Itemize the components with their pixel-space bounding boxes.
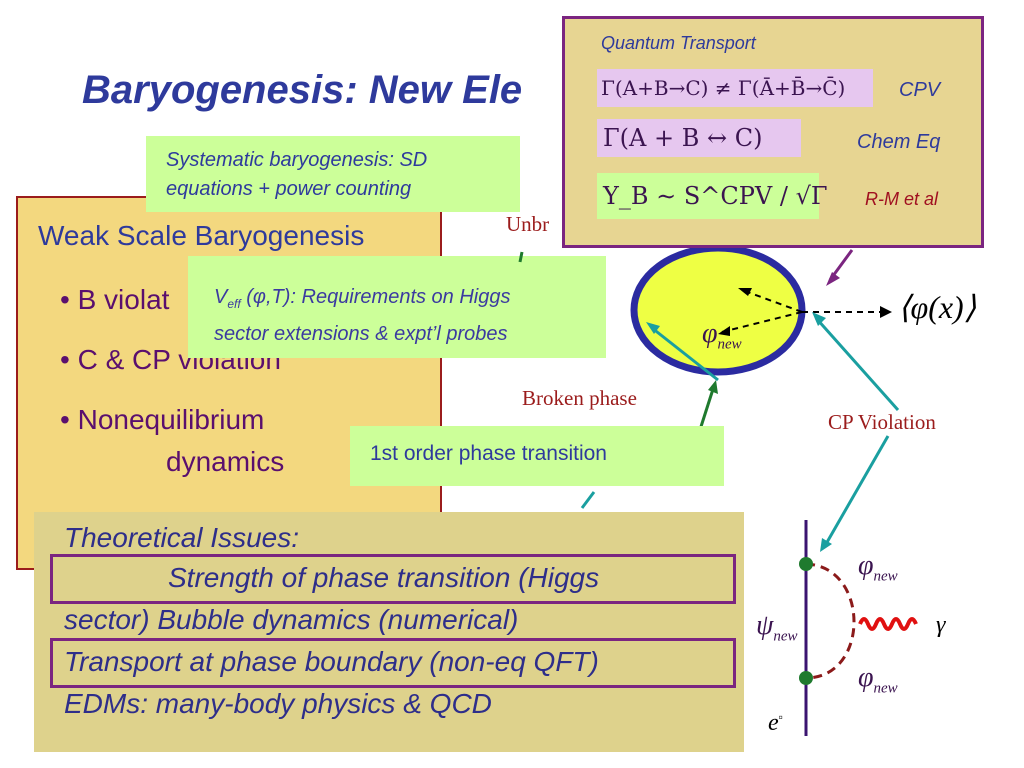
scalar-loop [805,562,856,680]
quantum-transport-title: Quantum Transport [601,33,756,53]
cpv-formula: Γ(A+B→C) ≠ Γ(Ā+B̄→C̄) [597,69,873,107]
quantum-arrowhead [826,272,840,286]
yb-formula: Y_B ∼ S^CPV / √Γ [597,173,828,219]
broken-phase-label: Broken phase [522,386,637,410]
cp-violation-arrow-up [814,317,900,411]
veff-line-1: Veff (φ,T): Requirements on Higgs [214,282,606,319]
bubble-dash-1-head [738,288,752,296]
cp-violation-label: CP Violation [828,410,936,434]
systematic-baryogenesis-box: Systematic baryogenesis: SD equations + … [146,136,520,212]
veff-subscript: eff [227,297,241,311]
psi-symbol: ψ [756,610,774,641]
chem-eq-label: Chem Eq [857,131,941,153]
veff-box: Veff (φ,T): Requirements on Higgs sector… [188,256,606,358]
systematic-line-1: Systematic baryogenesis: SD [166,149,428,171]
phi-subscript: new [873,568,898,585]
vev-dash-head [880,306,892,318]
electron-superscript: ▫ [778,710,783,724]
psi-subscript: new [773,628,798,645]
bullet-dynamics-line: dynamics [166,446,285,477]
vertex-bottom [799,671,813,685]
bubble-dash-2-head [718,326,730,336]
phi-new-bottom-label: φnew [858,662,898,698]
electron-symbol: e [768,710,779,736]
bullet-b-violation: • B violat [60,284,169,316]
bullet-marker: • [60,344,70,375]
phi-symbol: φ [858,550,874,581]
phase-transition-box: 1st order phase transition [350,426,724,486]
cp-violation-arrowhead-up [812,312,826,326]
cp-violation-arrowhead-down [820,538,832,552]
veff-args: (φ,T): Requirements on Higgs [240,286,511,308]
issues-line-1: Strength of phase transition (Higgs [168,562,600,593]
bullet-text: Nonequilibrium [77,404,265,435]
slide-title: Baryogenesis: New Ele [82,68,523,112]
vertex-top [799,557,813,571]
systematic-line-2: equations + power counting [166,178,412,200]
issues-line-4: EDMs: many-body physics & QCD [64,688,492,719]
bullet-marker: • [60,404,70,435]
phi-symbol: φ [858,662,874,693]
gamma-label: γ [936,612,946,638]
psi-new-label: ψnew [756,610,798,646]
issues-line-2: sector) Bubble dynamics (numerical) [64,604,519,635]
issues-heading: Theoretical Issues: [64,522,299,553]
transition-teal-arrow [580,491,596,509]
electron-label: e▫ [768,710,783,737]
phi-subscript: new [873,680,898,697]
bubble-dash-2 [721,311,803,333]
phi-new-top-label: φnew [858,550,898,586]
theoretical-issues-box: Theoretical Issues: Strength of phase tr… [34,512,744,752]
broken-phase-arrow [651,326,719,382]
bullet-text: B violat [77,284,170,315]
chem-eq-formula: Γ(A + B ↔ C) [597,119,801,157]
unbroken-arrow [518,251,524,263]
quantum-transport-box: Quantum Transport Γ(A+B→C) ≠ Γ(Ā+B̄→C̄) … [562,16,984,248]
broken-phase-arrowhead [646,322,660,334]
cpv-label: CPV [899,79,941,101]
veff-line-2: sector extensions & expt’l probes [214,323,508,345]
transport-highlight-box [50,638,736,688]
strength-highlight-box [50,554,736,604]
transition-green-arrowhead [708,380,718,394]
issues-line-3: Transport at phase boundary (non-eq QFT) [64,646,599,677]
bubble [630,244,806,376]
bullet-marker: • [60,284,70,315]
photon-wave [858,617,918,631]
bullet-nonequilibrium: • Nonequilibrium [60,404,264,436]
phi-symbol: φ [702,318,718,349]
veff-symbol: V [214,286,228,308]
vev-label: ⟨φ(x)⟩ [898,289,977,325]
unbroken-label: Unbr [506,212,550,236]
cp-violation-arrow-down [824,435,890,545]
phi-subscript: new [717,336,742,353]
phi-new-bubble-label: φnew [702,318,742,354]
weak-scale-heading: Weak Scale Baryogenesis [38,220,365,251]
rm-et-al-label: R-M et al [865,189,939,209]
